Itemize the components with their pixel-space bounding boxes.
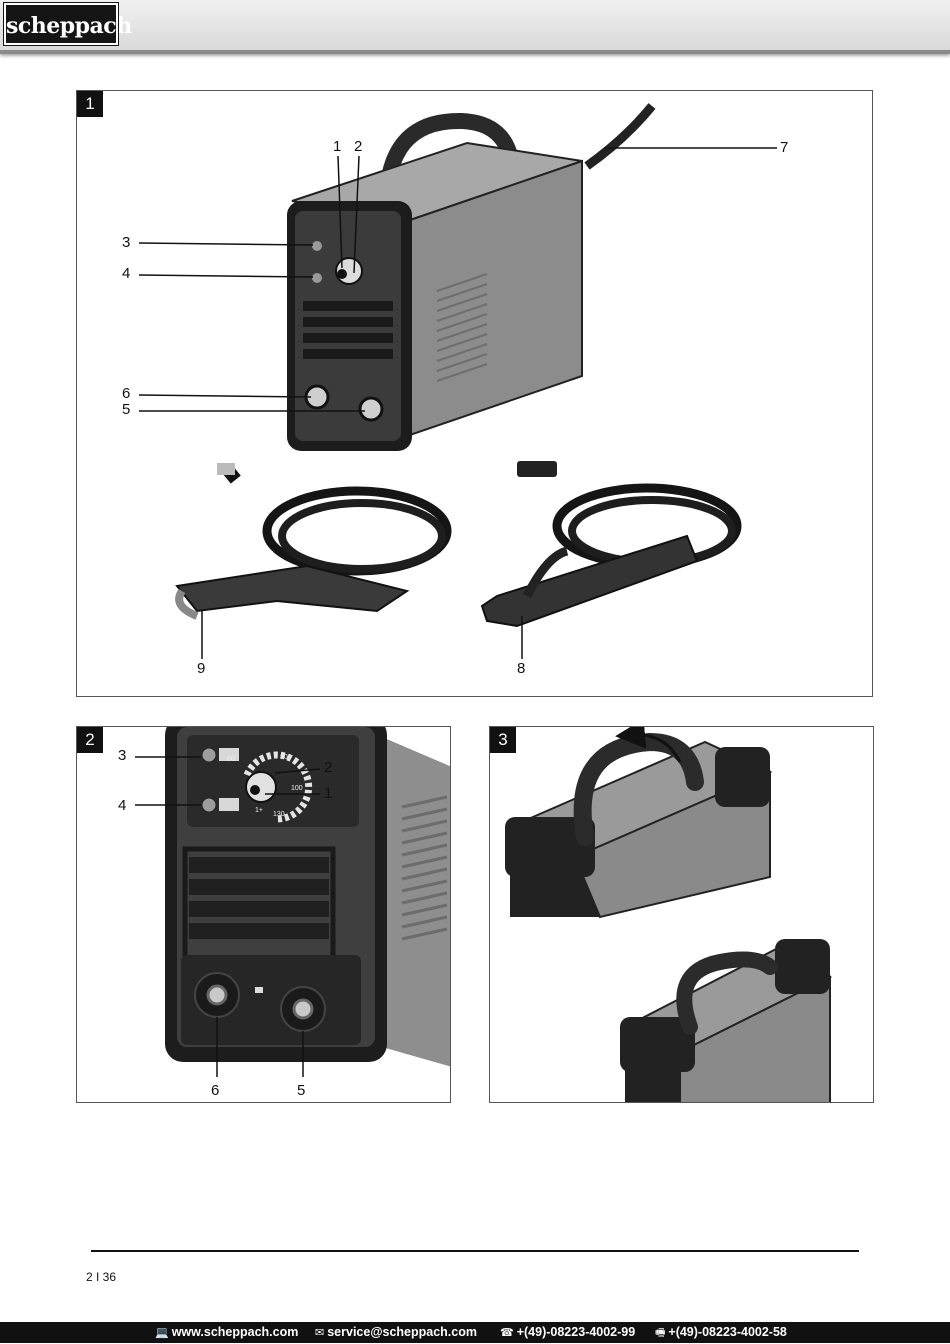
dial-label-130: 130 bbox=[273, 811, 285, 818]
footer-rule bbox=[91, 1250, 859, 1252]
email-text: service@scheppach.com bbox=[327, 1325, 477, 1339]
figure-1-callout-7: 7 bbox=[780, 139, 789, 156]
figure-1-callout-9: 9 bbox=[197, 660, 206, 677]
figure-1-callout-8: 8 bbox=[517, 660, 526, 677]
dial-label-100: 100 bbox=[291, 785, 303, 792]
handle-folding-illustration bbox=[505, 727, 833, 1102]
welder-overview-illustration bbox=[138, 103, 777, 659]
fax-text: +(49)-08223-4002-58 bbox=[668, 1325, 787, 1339]
figure-1-callout-5: 5 bbox=[122, 401, 131, 418]
footer-fax[interactable]: 🖷+(49)-08223-4002-58 bbox=[655, 1322, 787, 1344]
computer-icon: 💻 bbox=[155, 1327, 169, 1339]
figure-2-callout-6: 6 bbox=[211, 1082, 220, 1099]
page-number: 2 I 36 bbox=[86, 1270, 117, 1284]
dial-label-1plus: 1+ bbox=[255, 807, 263, 814]
figure-2-callout-3: 3 bbox=[118, 747, 127, 764]
contact-footer: 💻www.scheppach.com ✉service@scheppach.co… bbox=[0, 1322, 950, 1343]
figure-2-callout-5: 5 bbox=[297, 1082, 306, 1099]
figure-1-number: 1 bbox=[77, 91, 103, 117]
figure-1-callout-2: 2 bbox=[354, 138, 363, 155]
figure-2-callout-1: 1 bbox=[324, 785, 333, 802]
page-header: scheppach bbox=[0, 0, 950, 54]
phone-icon: ☎ bbox=[500, 1327, 514, 1339]
welder-front-panel-illustration bbox=[135, 727, 450, 1077]
mail-icon: ✉ bbox=[315, 1327, 325, 1339]
figure-2-callout-2: 2 bbox=[324, 759, 333, 776]
dial-label-80: 80 bbox=[280, 754, 288, 761]
figure-3-panel: 3 bbox=[489, 726, 874, 1103]
figure-2-panel: 2 bbox=[76, 726, 451, 1103]
footer-email[interactable]: ✉service@scheppach.com bbox=[315, 1322, 477, 1344]
figure-1-callout-6: 6 bbox=[122, 385, 131, 402]
figure-2-number: 2 bbox=[77, 727, 103, 753]
figure-2-callout-4: 4 bbox=[118, 797, 127, 814]
figure-1-callout-1: 1 bbox=[333, 138, 342, 155]
figure-1-panel: 1 bbox=[76, 90, 873, 697]
footer-phone[interactable]: ☎+(49)-08223-4002-99 bbox=[500, 1322, 635, 1344]
website-text: www.scheppach.com bbox=[171, 1325, 299, 1339]
fax-icon: 🖷 bbox=[655, 1327, 666, 1339]
figure-3-number: 3 bbox=[490, 727, 516, 753]
footer-website[interactable]: 💻www.scheppach.com bbox=[155, 1322, 298, 1344]
scheppach-logo: scheppach bbox=[3, 2, 132, 46]
phone-text: +(49)-08223-4002-99 bbox=[516, 1325, 636, 1339]
figure-1-callout-3: 3 bbox=[122, 234, 131, 251]
figure-1-callout-4: 4 bbox=[122, 265, 131, 282]
dial-label-60: 60 bbox=[227, 756, 235, 763]
